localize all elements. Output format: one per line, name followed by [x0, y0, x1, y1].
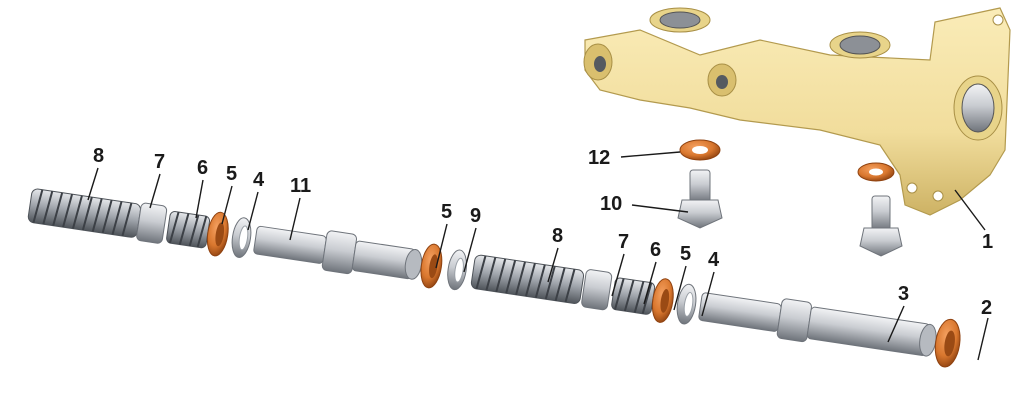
spring-6-left: [166, 211, 211, 249]
callout-1: 1: [982, 231, 994, 253]
callout-11: 11: [290, 175, 312, 197]
master-cylinder-housing: [583, 7, 1011, 216]
callout-2: 2: [981, 297, 993, 319]
piston-3: [698, 292, 937, 357]
piston-assembly: [27, 188, 961, 368]
callout-3: 3: [898, 283, 910, 305]
bolt-10-upper: [677, 169, 723, 229]
callout-8-mid: 8: [552, 225, 564, 247]
bolt-10-lower: [859, 195, 903, 257]
leader-lines: [87, 151, 989, 361]
callout-10: 10: [600, 193, 623, 215]
callout-8-left: 8: [93, 145, 105, 167]
spring-6-right: [611, 277, 656, 315]
spring-cup-7-right: [581, 269, 613, 311]
callout-12: 12: [588, 147, 611, 169]
callout-5-mid: 5: [441, 201, 453, 223]
callout-5-left: 5: [226, 163, 238, 185]
piston-11: [253, 225, 423, 280]
callout-4-right: 4: [708, 249, 720, 271]
callout-4-left: 4: [253, 169, 265, 191]
spring-8-left: [27, 188, 141, 238]
spring-8-middle: [470, 254, 585, 304]
callout-6-left: 6: [197, 157, 209, 179]
callout-7-left: 7: [154, 151, 166, 173]
callout-7-right: 7: [618, 231, 630, 253]
callout-5-right: 5: [680, 243, 692, 265]
callout-6-right: 6: [650, 239, 662, 261]
washer-12-upper: [679, 139, 721, 161]
washer-12-lower: [857, 162, 895, 182]
callout-9: 9: [470, 205, 482, 227]
spring-cup-7-left: [136, 202, 168, 244]
